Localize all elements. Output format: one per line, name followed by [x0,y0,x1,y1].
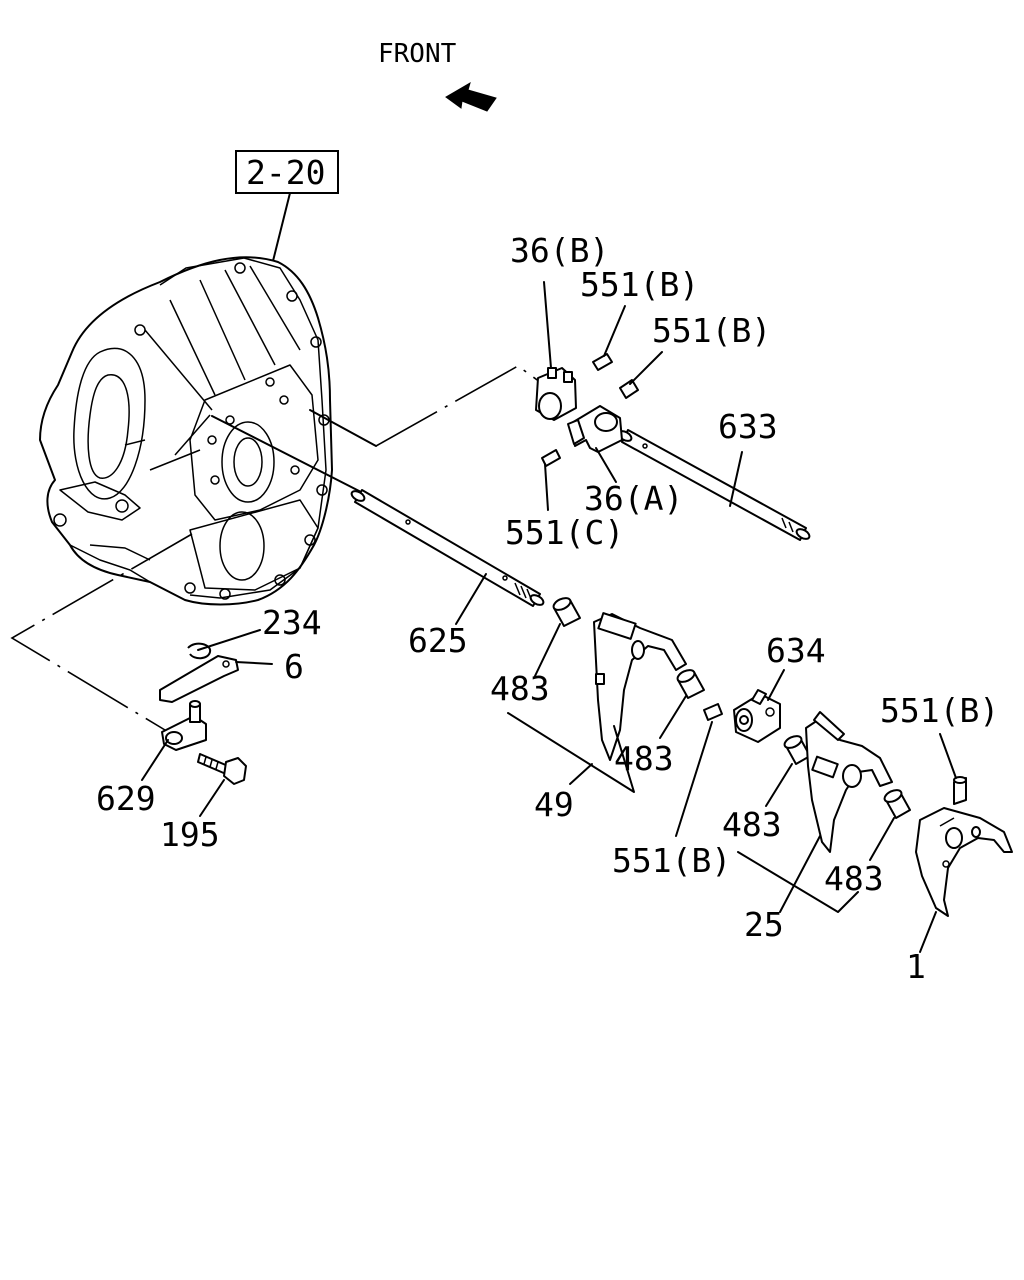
bush-483-d [883,789,911,819]
callout-483-1: 483 [490,669,550,708]
pin-551b-mid [619,379,639,399]
callout-195: 195 [160,815,220,854]
callout-483-3: 483 [722,805,782,844]
fork-1 [915,807,1013,917]
callout-483-4: 483 [824,859,884,898]
centerline-lower [10,533,193,731]
callout-25: 25 [744,905,784,944]
callout-36b: 36(B) [510,231,609,270]
bush-483-c [783,735,811,765]
leader-lines [141,281,957,953]
pin-551b-top [592,353,613,371]
callout-634: 634 [766,631,826,670]
callout-1: 1 [906,947,926,986]
front-label: FRONT [378,39,457,69]
plate-6 [159,655,239,703]
pin-551b-634 [703,703,723,721]
fork-49 [593,612,687,761]
pin-551b-fork1 [953,776,967,805]
callout-551b-3: 551(B) [880,691,999,730]
transmission-case [39,256,333,606]
callout-629: 629 [96,779,156,818]
callout-36a: 36(A) [584,479,683,518]
reference-box-label: 2-20 [246,153,325,192]
callout-551b-2: 551(B) [652,311,771,350]
bolt-195 [197,753,247,785]
fork-25 [805,711,893,853]
clip-234 [187,642,212,660]
shaft-633 [309,409,811,541]
callout-483-2: 483 [614,739,674,778]
callout-234: 234 [262,603,322,642]
callout-551b-4: 551(B) [612,841,731,880]
block-634 [733,689,781,743]
callout-49: 49 [534,785,574,824]
centerline-upper [375,365,541,447]
callout-633: 633 [718,407,778,446]
block-36a [567,405,623,453]
block-36b [535,367,577,421]
reference-box: 2-20 [235,150,339,266]
callout-625: 625 [408,621,468,660]
shaft-625 [211,415,545,607]
lever-629 [161,700,207,751]
callout-6: 6 [284,647,304,686]
front-arrow-icon [445,81,497,112]
bush-483-b [676,669,705,699]
callout-551c: 551(C) [505,513,624,552]
callout-551b-1: 551(B) [580,265,699,304]
bush-483-a [552,597,581,627]
